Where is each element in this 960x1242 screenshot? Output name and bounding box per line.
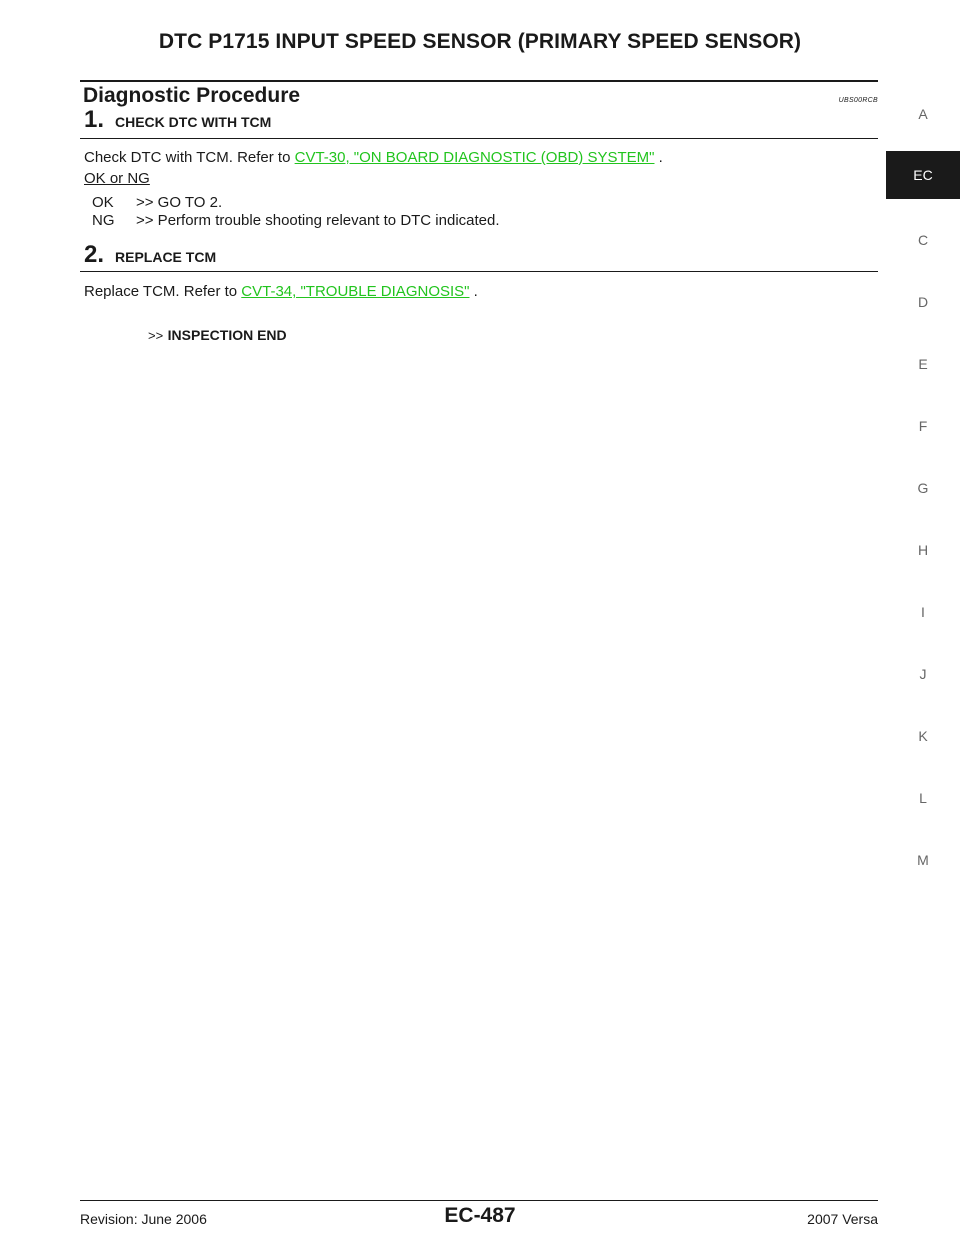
section-code: UBS00RCB [838, 97, 878, 104]
index-tab-a[interactable]: A [918, 106, 928, 122]
step-1-reference-link[interactable]: CVT-30, "ON BOARD DIAGNOSTIC (OBD) SYSTE… [294, 149, 655, 166]
step-1-instruction: Check DTC with TCM. Refer to CVT-30, "ON… [84, 149, 663, 166]
step-1-text-after: . [654, 149, 663, 166]
index-tab-l[interactable]: L [919, 790, 927, 806]
footer-page-number: EC-487 [444, 1204, 516, 1227]
step-1-text: Check DTC with TCM. Refer to [84, 149, 295, 166]
index-tab-d[interactable]: D [917, 294, 929, 310]
inspection-end-prefix: >> [148, 328, 164, 343]
index-tab-m[interactable]: M [917, 852, 929, 868]
index-tab-k[interactable]: K [918, 728, 928, 744]
step-2-number: 2. [84, 241, 105, 268]
step-1-number: 1. [84, 106, 105, 133]
inspection-end-text: INSPECTION END [167, 327, 287, 343]
index-tab-j[interactable]: J [919, 666, 927, 682]
result-ok-text: >> GO TO 2. [136, 194, 223, 211]
index-tab-g[interactable]: G [917, 480, 929, 496]
footer-rule [80, 1200, 878, 1201]
section-title: Diagnostic Procedure [83, 84, 301, 107]
index-tab-c[interactable]: C [917, 232, 929, 248]
step-1-rule [80, 138, 878, 139]
result-ng-text: >> Perform trouble shooting relevant to … [136, 212, 500, 229]
index-tab-f[interactable]: F [918, 418, 928, 434]
ok-or-ng-label: OK or NG [84, 170, 150, 187]
step-2-text-after: . [469, 283, 478, 300]
step-2-instruction: Replace TCM. Refer to CVT-34, "TROUBLE D… [84, 283, 478, 300]
page-title: DTC P1715 INPUT SPEED SENSOR (PRIMARY SP… [158, 30, 802, 53]
step-2-text: Replace TCM. Refer to [84, 283, 242, 300]
header-rule [80, 80, 878, 82]
result-ng-key: NG [92, 212, 115, 229]
inspection-end: >> INSPECTION END [148, 327, 287, 345]
step-2-reference-link[interactable]: CVT-34, "TROUBLE DIAGNOSIS" [241, 283, 470, 300]
index-tab-ec[interactable]: EC [886, 151, 960, 199]
footer-model: 2007 Versa [807, 1211, 878, 1227]
step-2-title: REPLACE TCM [115, 249, 217, 265]
index-tab-e[interactable]: E [918, 356, 928, 372]
index-tab-i[interactable]: I [921, 604, 925, 620]
step-2-rule [80, 271, 878, 272]
result-ok-key: OK [92, 194, 114, 211]
step-1-title: CHECK DTC WITH TCM [115, 114, 272, 130]
index-tab-h[interactable]: H [917, 542, 929, 558]
footer-revision: Revision: June 2006 [80, 1211, 207, 1227]
